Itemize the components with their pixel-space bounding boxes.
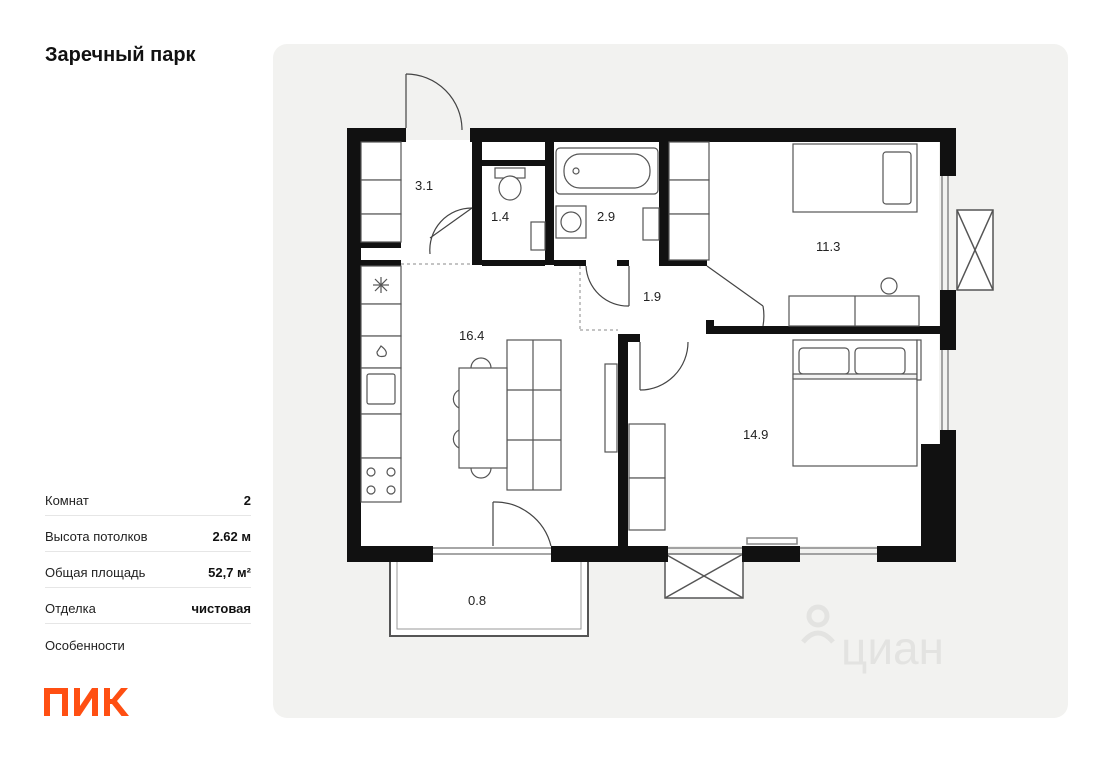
watermark: циан xyxy=(801,604,944,674)
room-area-balcony: 0.8 xyxy=(468,593,486,608)
spec-total-area: Общая площадь 52,7 м² xyxy=(45,552,251,588)
room-area-bath: 2.9 xyxy=(597,209,615,224)
room-area-corridor: 1.9 xyxy=(643,289,661,304)
spec-value: чистовая xyxy=(191,601,251,616)
spec-value: 2.62 м xyxy=(212,529,251,544)
stove-burners-icon xyxy=(366,467,396,495)
spec-label: Комнат xyxy=(45,493,89,508)
room-area-kitchen-living: 16.4 xyxy=(459,328,484,343)
spec-value: 2 xyxy=(243,493,251,508)
spec-label: Высота потолков xyxy=(45,529,148,544)
room-area-hall: 3.1 xyxy=(415,178,433,193)
spec-finishing: Отделка чистовая xyxy=(45,588,251,624)
doors xyxy=(405,73,765,547)
floor-plan: циан xyxy=(347,73,994,674)
room-area-bedroom-small: 11.3 xyxy=(816,239,840,254)
watermark-text: циан xyxy=(841,622,944,674)
spec-label: Отделка xyxy=(45,601,96,616)
windows xyxy=(433,176,949,555)
walls xyxy=(347,128,956,562)
spec-label: Общая площадь xyxy=(45,565,146,580)
room-labels: 3.1 1.4 2.9 1.9 11.3 16.4 14.9 0.8 xyxy=(415,178,840,608)
room-area-bedroom-large: 14.9 xyxy=(743,427,768,442)
spec-value: 52,7 м² xyxy=(208,565,251,580)
dashed-openings xyxy=(401,263,618,331)
floor-plan-panel: циан xyxy=(273,44,1068,718)
spec-ceiling-height: Высота потолков 2.62 м xyxy=(45,516,251,552)
page-title: Заречный парк xyxy=(45,44,196,66)
spec-rooms: Комнат 2 xyxy=(45,480,251,516)
apartment-specs: Комнат 2 Высота потолков 2.62 м Общая пл… xyxy=(45,480,251,660)
pik-logo xyxy=(44,688,129,716)
window-box-bottom xyxy=(664,553,744,599)
fixtures xyxy=(360,141,922,531)
sink-icon xyxy=(376,345,387,358)
spec-features: Особенности xyxy=(45,624,251,660)
fridge-snowflake-icon xyxy=(373,277,389,293)
dining-chairs xyxy=(452,357,492,479)
room-area-wc: 1.4 xyxy=(491,209,509,224)
window-box-right xyxy=(956,209,994,291)
spec-label: Особенности xyxy=(45,638,125,653)
kitchen-icons xyxy=(366,277,396,495)
